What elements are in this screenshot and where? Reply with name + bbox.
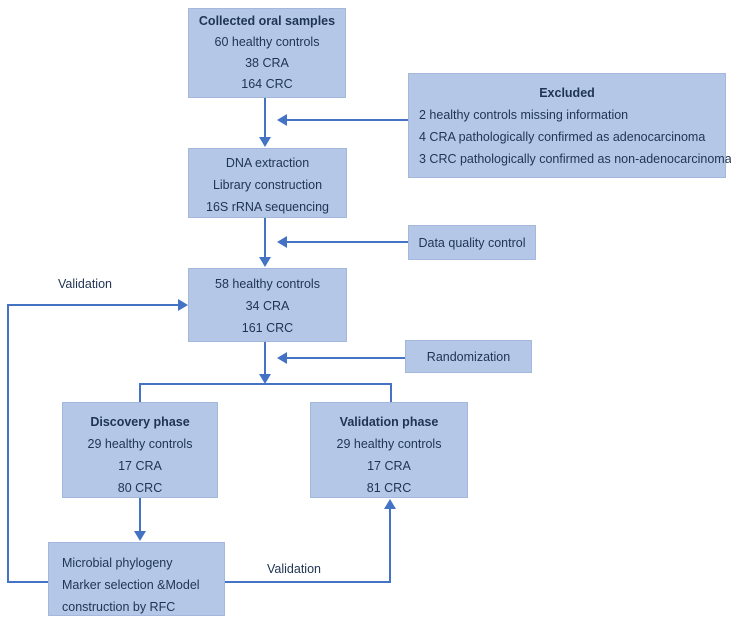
box-collected-oral-samples: Collected oral samples 60 healthy contro…: [188, 8, 346, 98]
arrowhead-down-icon: [259, 137, 271, 147]
arrowhead-left-icon: [277, 236, 287, 248]
box-title: Excluded: [539, 86, 595, 100]
arrow-randomization-in: [286, 357, 405, 359]
arrow-model-to-validation-h: [225, 581, 391, 583]
box-text-line: 81 CRC: [366, 481, 412, 495]
arrow-cohort-to-branch: [264, 342, 266, 375]
box-text-line: Data quality control: [418, 236, 526, 250]
arrow-dqc-in: [286, 241, 408, 243]
arrow-excluded-in: [286, 119, 408, 121]
box-title: Discovery phase: [90, 415, 190, 429]
box-title: Collected oral samples: [198, 14, 336, 28]
box-text-line: 58 healthy controls: [215, 277, 320, 291]
arrow-dna-to-cohort: [264, 218, 266, 258]
box-model-construction: Microbial phylogeny Marker selection &Mo…: [48, 542, 225, 616]
box-text-line: Marker selection &Model: [62, 578, 200, 592]
arrowhead-down-icon: [259, 374, 271, 384]
box-text-line: 16S rRNA sequencing: [206, 200, 329, 214]
box-title: Validation phase: [339, 415, 439, 429]
branch-drop-validation: [390, 383, 392, 402]
box-text-line: 161 CRC: [241, 321, 294, 335]
box-dna-extraction: DNA extraction Library construction 16S …: [188, 148, 347, 218]
box-text-line: DNA extraction: [225, 156, 310, 170]
validation-loop-label-top: Validation: [58, 277, 112, 291]
box-text-line: 164 CRC: [241, 77, 293, 91]
box-text-line: Library construction: [212, 178, 323, 192]
arrow-model-to-cohort-top: [8, 304, 178, 306]
arrowhead-left-icon: [277, 114, 287, 126]
box-excluded: Excluded 2 healthy controls missing info…: [408, 73, 731, 178]
arrowhead-left-icon: [277, 352, 287, 364]
box-cohort-after-qc: 58 healthy controls 34 CRA 161 CRC: [188, 268, 347, 342]
box-data-quality-control: Data quality control: [408, 225, 536, 260]
branch-drop-discovery: [139, 383, 141, 402]
arrow-model-to-validation-v: [389, 508, 391, 583]
box-text-line: 29 healthy controls: [336, 437, 442, 451]
arrowhead-up-icon: [384, 499, 396, 509]
box-text-line: 60 healthy controls: [214, 35, 320, 49]
box-text-line: 4 CRA pathologically confirmed as adenoc…: [419, 130, 706, 144]
box-discovery-phase: Discovery phase 29 healthy controls 17 C…: [62, 402, 218, 498]
box-text-line: 17 CRA: [367, 459, 411, 473]
arrowhead-right-icon: [178, 299, 188, 311]
box-text-line: 80 CRC: [117, 481, 163, 495]
box-text-line: 38 CRA: [245, 56, 289, 70]
arrow-collected-to-dna: [264, 98, 266, 138]
validation-loop-label-bottom: Validation: [267, 562, 321, 576]
branch-line: [139, 383, 392, 385]
box-text-line: Randomization: [426, 350, 511, 364]
arrow-model-to-cohort-bottom: [8, 581, 48, 583]
box-text-line: construction by RFC: [62, 600, 176, 614]
box-text-line: 17 CRA: [118, 459, 162, 473]
arrowhead-down-icon: [259, 257, 271, 267]
arrowhead-down-icon: [134, 531, 146, 541]
box-text-line: 3 CRC pathologically confirmed as non-ad…: [419, 152, 731, 166]
box-randomization: Randomization: [405, 340, 532, 373]
box-text-line: 29 healthy controls: [87, 437, 193, 451]
box-validation-phase: Validation phase 29 healthy controls 17 …: [310, 402, 468, 498]
box-text-line: 2 healthy controls missing information: [419, 108, 629, 122]
box-text-line: Microbial phylogeny: [62, 556, 173, 570]
arrow-discovery-to-model: [139, 498, 141, 532]
arrow-model-to-cohort-vertical: [7, 304, 9, 583]
box-text-line: 34 CRA: [245, 299, 290, 313]
